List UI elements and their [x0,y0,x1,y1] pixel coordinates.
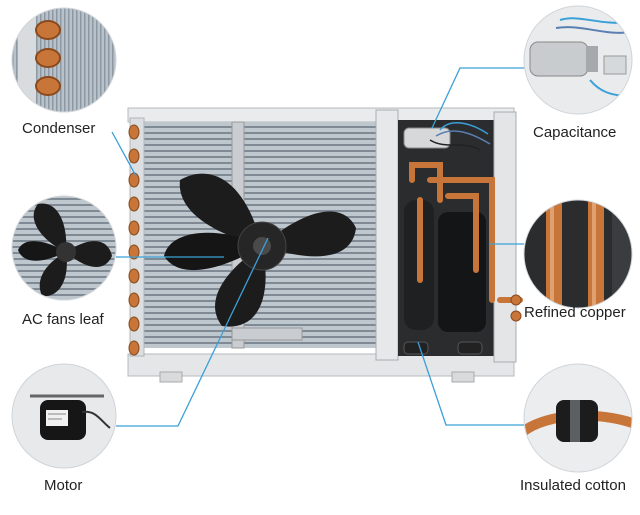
fan-blade-upper [179,173,262,246]
unit-top-panel [127,107,515,123]
leader-motor [116,237,269,427]
capacitor-closeup-icon [523,5,633,115]
insulated-cotton-wraps [403,341,483,355]
unit-foot-right [451,371,475,383]
divider-panel [375,109,399,361]
label-refined-copper: Refined copper [524,304,626,321]
copper-pipes-closeup-icon [523,199,633,309]
coil-copper-bends [128,124,140,356]
label-condenser: Condenser [22,120,96,137]
label-capacitance: Capacitance [533,124,617,141]
capacitor-wiring [429,122,491,151]
motor-bracket-lower [231,327,303,341]
refined-copper-pipes [409,162,523,303]
fan-blade-left [164,232,262,271]
leader-insulated-cotton [417,341,524,426]
label-ac-fans-leaf: AC fans leaf [22,311,104,328]
condenser-closeup-icon [11,7,117,113]
right-side-panel [493,111,517,363]
unit-foot-left [159,371,183,383]
leader-capacitance [431,67,525,129]
leader-condenser [111,131,137,177]
label-motor: Motor [44,477,83,494]
fan-blade-closeup-icon [11,195,117,301]
insulated-pipe-closeup-icon [523,363,633,473]
label-insulated-cotton: Insulated cotton [520,477,626,494]
fan-assembly [164,121,356,349]
fan-hub-center [253,237,271,255]
fan-motor-closeup-icon [11,363,117,469]
leader-lines [111,67,525,427]
service-valves [510,294,522,322]
outdoor-unit-body [127,107,523,383]
unit-base-plate [127,353,515,377]
